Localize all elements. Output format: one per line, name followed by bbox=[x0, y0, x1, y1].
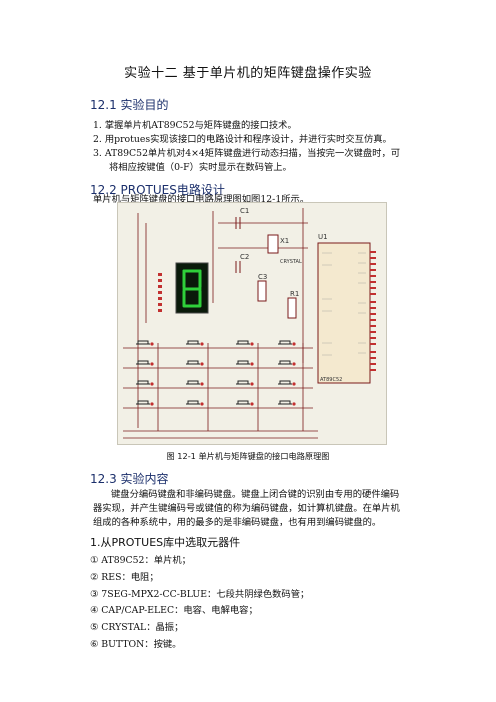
label-c2: C2 bbox=[240, 253, 249, 261]
purpose-item-1: 1. 掌握单片机AT89C52与矩阵键盘的接口技术。 bbox=[93, 120, 297, 131]
content-line-2: 器实现，并产生键编码号或键值的称为编码键盘，如计算机键盘。在单片机 bbox=[93, 503, 400, 514]
subheading-components: 1.从PROTUES库中选取元器件 bbox=[90, 536, 241, 549]
page-title: 实验十二 基于单片机的矩阵键盘操作实验 bbox=[124, 66, 372, 81]
purpose-item-2: 2. 用protues实现该接口的电路设计和程序设计，并进行实时交互仿真。 bbox=[93, 134, 392, 145]
component-item-6: ⑥ BUTTON：按键。 bbox=[90, 638, 182, 650]
purpose-item-3-cont: 将相应按键值（0-F）实时显示在数码管上。 bbox=[109, 162, 292, 173]
circuit-figure: C1 C2 C3 X1 CRYSTAL R1 bbox=[117, 202, 387, 445]
section-heading-purpose: 12.1 实验目的 bbox=[90, 98, 169, 112]
purpose-item-3: 3. AT89C52单片机对4×4矩阵键盘进行动态扫描，当按完一次键盘时，可 bbox=[93, 148, 401, 159]
section-heading-circuit: 12.2 PROTUES电路设计 bbox=[90, 183, 225, 197]
components-list: ① AT89C52：单片机； ② RES：电阻； ③ 7SEG-MPX2-CC-… bbox=[90, 553, 309, 654]
component-item-4: ④ CAP/CAP-ELEC：电容、电解电容； bbox=[90, 605, 258, 617]
label-c3: C3 bbox=[258, 273, 267, 281]
component-item-2: ② RES：电阻； bbox=[90, 571, 159, 583]
component-item-5: ⑤ CRYSTAL：晶振； bbox=[90, 622, 184, 634]
section-heading-content: 12.3 实验内容 bbox=[90, 472, 169, 486]
schematic-diagram: C1 C2 C3 X1 CRYSTAL R1 bbox=[123, 207, 376, 439]
label-c1: C1 bbox=[240, 207, 249, 215]
label-x1: X1 bbox=[280, 237, 289, 245]
label-r1: R1 bbox=[290, 290, 299, 298]
purpose-list: 1. 掌握单片机AT89C52与矩阵键盘的接口技术。 2. 用protues实现… bbox=[93, 119, 400, 175]
label-crystal: CRYSTAL bbox=[280, 259, 302, 265]
circuit-paragraph: 单片机与矩阵键盘的接口电路原理图如图12-1所示。 bbox=[93, 194, 310, 205]
label-u1: U1 bbox=[318, 233, 328, 241]
label-chip: AT89C52 bbox=[320, 377, 342, 383]
content-line-1: 键盘分编码键盘和非编码键盘。键盘上闭合键的识别由专用的硬件编码 bbox=[111, 489, 400, 500]
mcu-chip: U1 AT89C52 bbox=[317, 233, 376, 384]
seven-segment-display bbox=[158, 262, 209, 314]
content-paragraph: 键盘分编码键盘和非编码键盘。键盘上闭合键的识别由专用的硬件编码 器实现，并产生键… bbox=[93, 488, 400, 530]
component-item-3: ③ 7SEG-MPX2-CC-BLUE：七段共阴绿色数码管； bbox=[90, 588, 310, 600]
keypad-matrix bbox=[123, 340, 313, 431]
component-item-1: ① AT89C52：单片机； bbox=[90, 555, 191, 566]
content-line-3: 组成的各种系统中，用的最多的是非编码键盘，也有用到编码键盘的。 bbox=[93, 517, 382, 528]
figure-caption: 图 12-1 单片机与矩阵键盘的接口电路原理图 bbox=[166, 451, 330, 461]
